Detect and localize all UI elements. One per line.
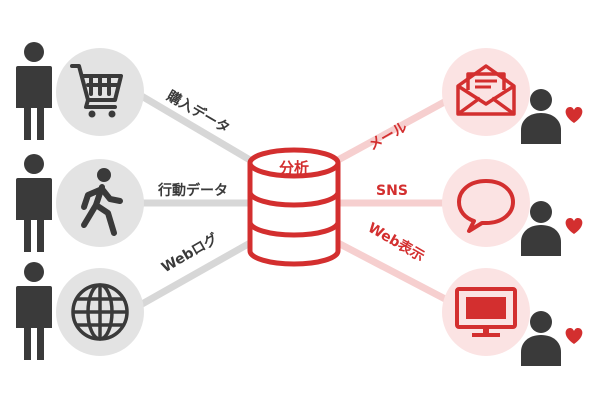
globe-icon bbox=[71, 283, 129, 341]
speech-bubble-icon bbox=[457, 179, 515, 233]
person-icon bbox=[16, 154, 52, 252]
heart-icon bbox=[565, 218, 583, 234]
walking-person-icon bbox=[81, 168, 123, 236]
heart-icon bbox=[565, 328, 583, 344]
center-label: 分析 bbox=[279, 159, 309, 177]
output-label-email: メール bbox=[366, 119, 410, 154]
heart-icon bbox=[565, 107, 583, 123]
person-bust-icon bbox=[521, 201, 561, 256]
database-icon bbox=[247, 147, 341, 267]
connector-weblog bbox=[124, 239, 254, 316]
monitor-icon bbox=[455, 287, 517, 337]
output-label-sns: SNS bbox=[376, 183, 408, 199]
person-bust-icon bbox=[521, 311, 561, 366]
connector-purchase bbox=[124, 84, 254, 164]
right-people bbox=[521, 89, 561, 366]
input-label-behavior: 行動データ bbox=[157, 182, 228, 199]
input-label-weblog: Webログ bbox=[158, 230, 221, 276]
left-people bbox=[16, 42, 52, 360]
input-circle-behavior bbox=[56, 159, 144, 247]
output-channels bbox=[442, 48, 530, 356]
envelope-icon bbox=[456, 64, 516, 116]
output-circle-email bbox=[442, 48, 530, 136]
person-icon bbox=[16, 262, 52, 360]
output-circle-sns bbox=[442, 159, 530, 247]
person-icon bbox=[16, 42, 52, 140]
shopping-cart-icon bbox=[70, 64, 123, 118]
input-sources bbox=[56, 48, 144, 356]
person-bust-icon bbox=[521, 89, 561, 144]
hearts bbox=[565, 107, 583, 344]
output-labels: メール SNS Web表示 bbox=[365, 119, 428, 265]
